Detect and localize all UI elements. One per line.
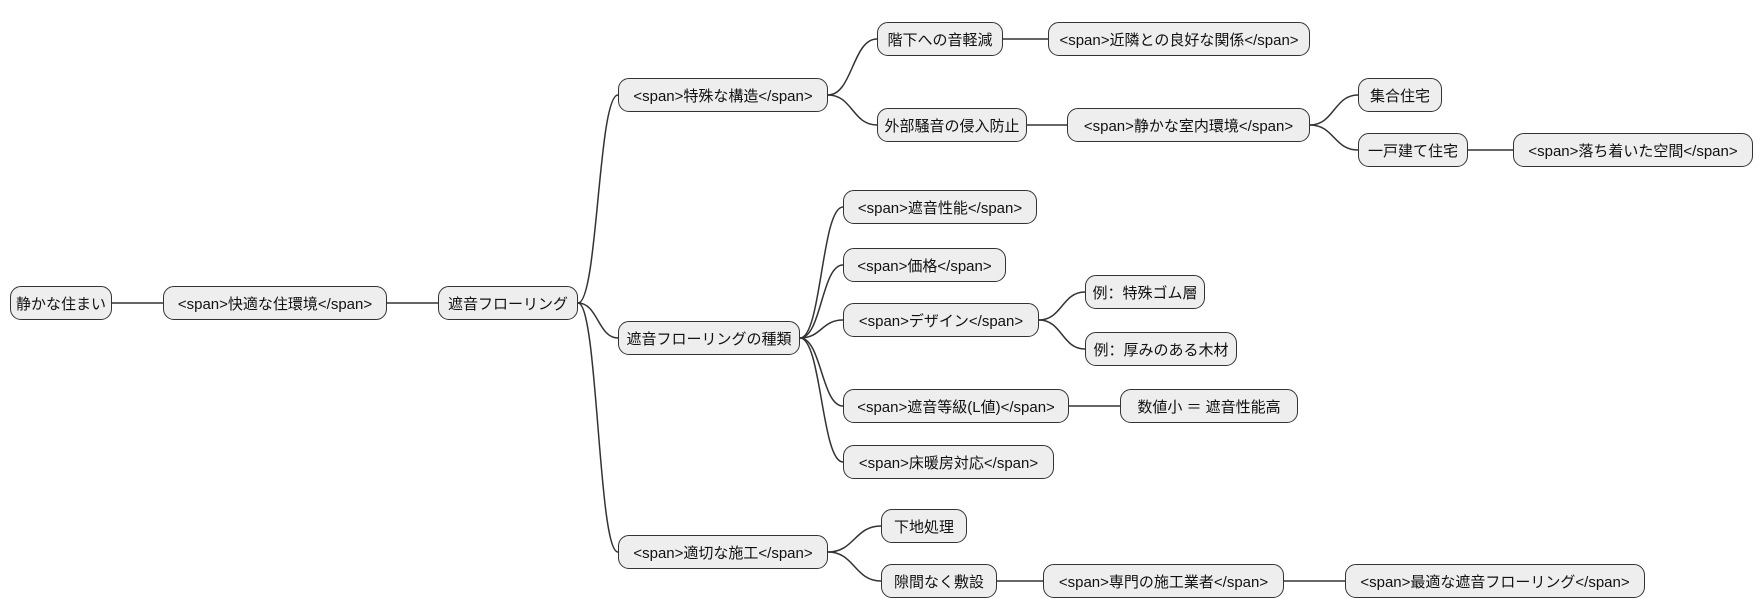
edge-quiet-interior-to-detached-house: [1309, 124, 1359, 151]
mindmap-node-l-value: <span>遮音等級(L値)</span>: [843, 389, 1069, 423]
edge-special-structure-to-downstairs-noise: [827, 38, 878, 96]
edge-soundproof-flooring-to-proper-installation: [577, 302, 619, 553]
edge-design-to-rubber-layer-example: [1038, 291, 1086, 321]
mindmap-node-design: <span>デザイン</span>: [843, 303, 1039, 337]
mindmap-node-price: <span>価格</span>: [843, 248, 1006, 282]
mindmap-node-l-value-note: 数値小 ＝ 遮音性能高: [1120, 389, 1298, 423]
edge-proper-installation-to-gapless-laying: [827, 551, 882, 582]
mindmap-node-rubber-layer-example: 例：特殊ゴム層: [1085, 275, 1205, 309]
mindmap-node-floor-heating: <span>床暖房対応</span>: [843, 445, 1054, 479]
edge-quiet-interior-to-apartment: [1309, 94, 1359, 126]
mindmap-node-professional-installer: <span>専門の施工業者</span>: [1043, 564, 1284, 598]
mindmap-node-proper-installation: <span>適切な施工</span>: [618, 535, 828, 569]
mindmap-node-thick-wood-example: 例：厚みのある木材: [1085, 332, 1237, 366]
mindmap-node-downstairs-noise: 階下への音軽減: [877, 22, 1003, 56]
edge-flooring-types-to-floor-heating: [799, 337, 844, 463]
mindmap-node-apartment: 集合住宅: [1358, 78, 1442, 112]
mindmap-node-quiet-interior: <span>静かな室内環境</span>: [1067, 108, 1310, 142]
mindmap-node-neighbor-relations: <span>近隣との良好な関係</span>: [1048, 22, 1310, 56]
mindmap-node-comfortable-living: <span>快適な住環境</span>: [163, 286, 387, 320]
mindmap-node-subfloor-prep: 下地処理: [881, 509, 967, 543]
mindmap-node-external-noise: 外部騒音の侵入防止: [877, 108, 1027, 142]
edge-flooring-types-to-price: [799, 264, 844, 339]
edge-design-to-thick-wood-example: [1038, 319, 1086, 350]
edge-special-structure-to-external-noise: [827, 94, 878, 126]
mindmap-node-quiet-home: 静かな住まい: [10, 286, 112, 320]
mindmap-node-optimal-flooring: <span>最適な遮音フローリング</span>: [1345, 564, 1645, 598]
mindmap-node-special-structure: <span>特殊な構造</span>: [618, 78, 828, 112]
mindmap-node-sound-performance: <span>遮音性能</span>: [843, 190, 1037, 224]
edge-flooring-types-to-design: [799, 319, 844, 339]
edge-proper-installation-to-subfloor-prep: [827, 525, 882, 553]
edge-flooring-types-to-sound-performance: [799, 206, 844, 339]
mindmap-node-gapless-laying: 隙間なく敷設: [881, 564, 997, 598]
edge-soundproof-flooring-to-special-structure: [577, 94, 619, 304]
mindmap-node-soundproof-flooring: 遮音フローリング: [438, 286, 578, 320]
mindmap-node-calm-space: <span>落ち着いた空間</span>: [1513, 133, 1753, 167]
mindmap-node-flooring-types: 遮音フローリングの種類: [618, 321, 800, 355]
edge-flooring-types-to-l-value: [799, 337, 844, 407]
mindmap-node-detached-house: 一戸建て住宅: [1358, 133, 1468, 167]
edge-soundproof-flooring-to-flooring-types: [577, 302, 619, 339]
